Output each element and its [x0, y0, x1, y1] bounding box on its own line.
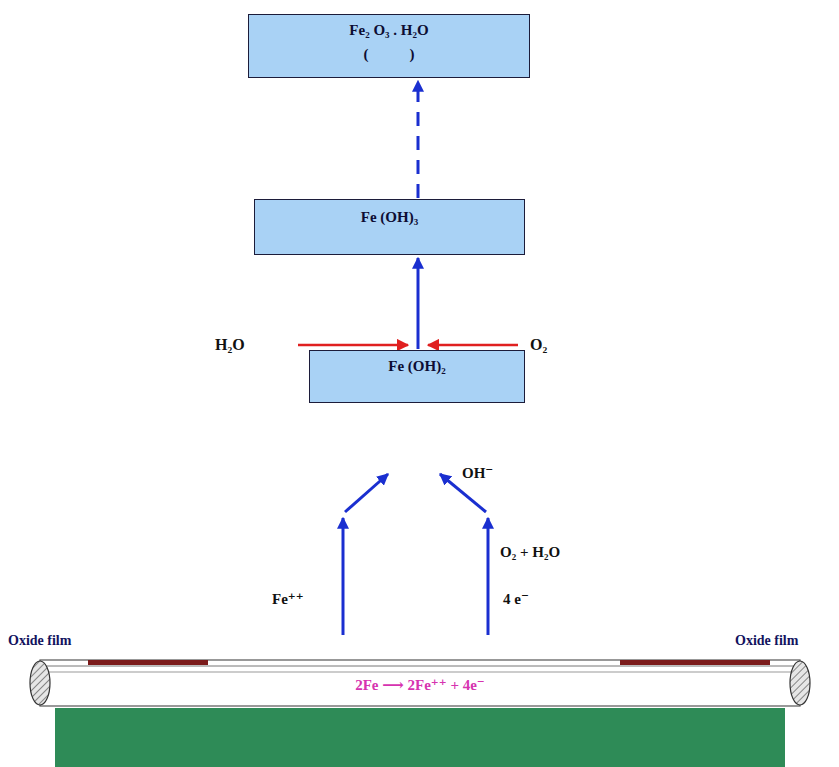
oxide-film: [620, 660, 770, 665]
part-label: Oxide film: [8, 633, 71, 650]
compound-box: Fe (OH)₃: [254, 199, 525, 255]
reaction-arrow: [417, 81, 420, 198]
part-label: Oxide film: [735, 633, 798, 650]
bar-end: [30, 661, 50, 705]
compound-formula: Fe (OH)₃: [255, 208, 524, 226]
ion-arrow: [345, 474, 388, 512]
metal-base: [55, 708, 785, 767]
bar-line: [40, 666, 800, 667]
reactant-arrow: [298, 344, 408, 347]
compound-formula: Fe (OH)₂: [310, 357, 524, 375]
compound-box: Fe (OH)₂: [309, 350, 525, 403]
compound-formula: ( ): [249, 45, 529, 63]
reaction-arrow: [417, 258, 420, 349]
ion-arrow: [342, 518, 345, 635]
compound-formula: Fe₂ O₃ . H₂O: [249, 21, 529, 39]
reactant-arrow: [428, 344, 518, 347]
reaction-equation: 2Fe ⟶ 2Fe⁺⁺ + 4e⁻: [355, 676, 485, 694]
ion-arrow: [487, 518, 490, 635]
compound-box: Fe₂ O₃ . H₂O ( ): [248, 14, 530, 78]
species-label: O₂ + H₂O: [500, 543, 560, 561]
bar-end: [790, 661, 810, 705]
species-label: Fe⁺⁺: [272, 590, 304, 608]
iron-bar: [40, 660, 800, 706]
oxide-film: [88, 660, 208, 665]
species-label: 4 e⁻: [503, 590, 529, 608]
species-label: O₂: [530, 335, 547, 354]
bar-line: [40, 672, 800, 673]
species-label: OH⁻: [462, 464, 493, 482]
species-label: H₂O: [215, 335, 245, 354]
